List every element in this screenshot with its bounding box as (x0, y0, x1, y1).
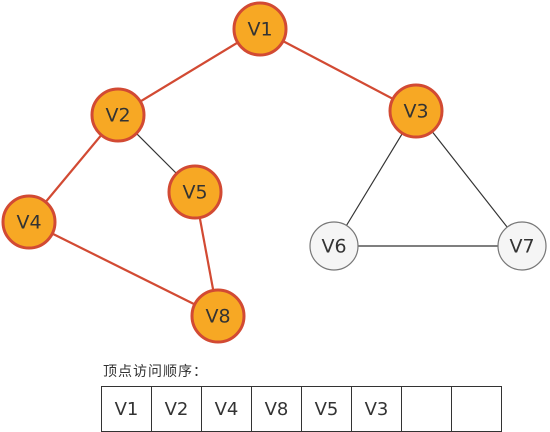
edge-v3-v7 (415, 110, 523, 247)
node-label-v7: V7 (509, 236, 534, 258)
node-circle-v1 (232, 1, 288, 57)
node-label-v2: V2 (105, 105, 130, 127)
visit-order-cell-4: V8 (252, 386, 302, 432)
node-v4: V4 (1, 194, 57, 250)
visit-order-title: 顶点访问顺序： (103, 364, 208, 380)
node-circle-v6 (309, 221, 359, 271)
node-circle-v3 (388, 83, 444, 139)
node-label-v6: V6 (321, 236, 346, 258)
visit-order-cell-8 (452, 386, 502, 432)
node-circle-v4 (1, 194, 57, 250)
visit-order-cell-7 (402, 386, 452, 432)
node-label-v8: V8 (205, 306, 230, 328)
node-v5: V5 (167, 164, 223, 220)
visit-order-table: V1 V2 V4 V8 V5 V3 (101, 386, 502, 432)
visit-order-cell-5: V5 (302, 386, 352, 432)
node-circle-v7 (497, 221, 547, 271)
node-v1: V1 (232, 1, 288, 57)
node-v7: V7 (497, 221, 547, 271)
visit-order-cell-2: V2 (152, 386, 202, 432)
visit-order-cell-1: V1 (102, 386, 152, 432)
node-label-v3: V3 (403, 101, 428, 123)
node-label-v1: V1 (247, 19, 272, 41)
node-circle-v5 (167, 164, 223, 220)
edge-v1-v3 (259, 28, 417, 112)
visit-order-cell-6: V3 (352, 386, 402, 432)
node-v3: V3 (388, 83, 444, 139)
node-label-v4: V4 (16, 212, 41, 234)
visit-order-cell-3: V4 (202, 386, 252, 432)
edge-v4-v8 (28, 221, 219, 317)
node-v2: V2 (90, 87, 146, 143)
node-circle-v8 (190, 288, 246, 344)
node-v8: V8 (190, 288, 246, 344)
node-v6: V6 (309, 221, 359, 271)
node-circle-v2 (90, 87, 146, 143)
edge-v1-v2 (117, 28, 261, 116)
node-label-v5: V5 (182, 182, 207, 204)
edges-layer (28, 28, 523, 317)
